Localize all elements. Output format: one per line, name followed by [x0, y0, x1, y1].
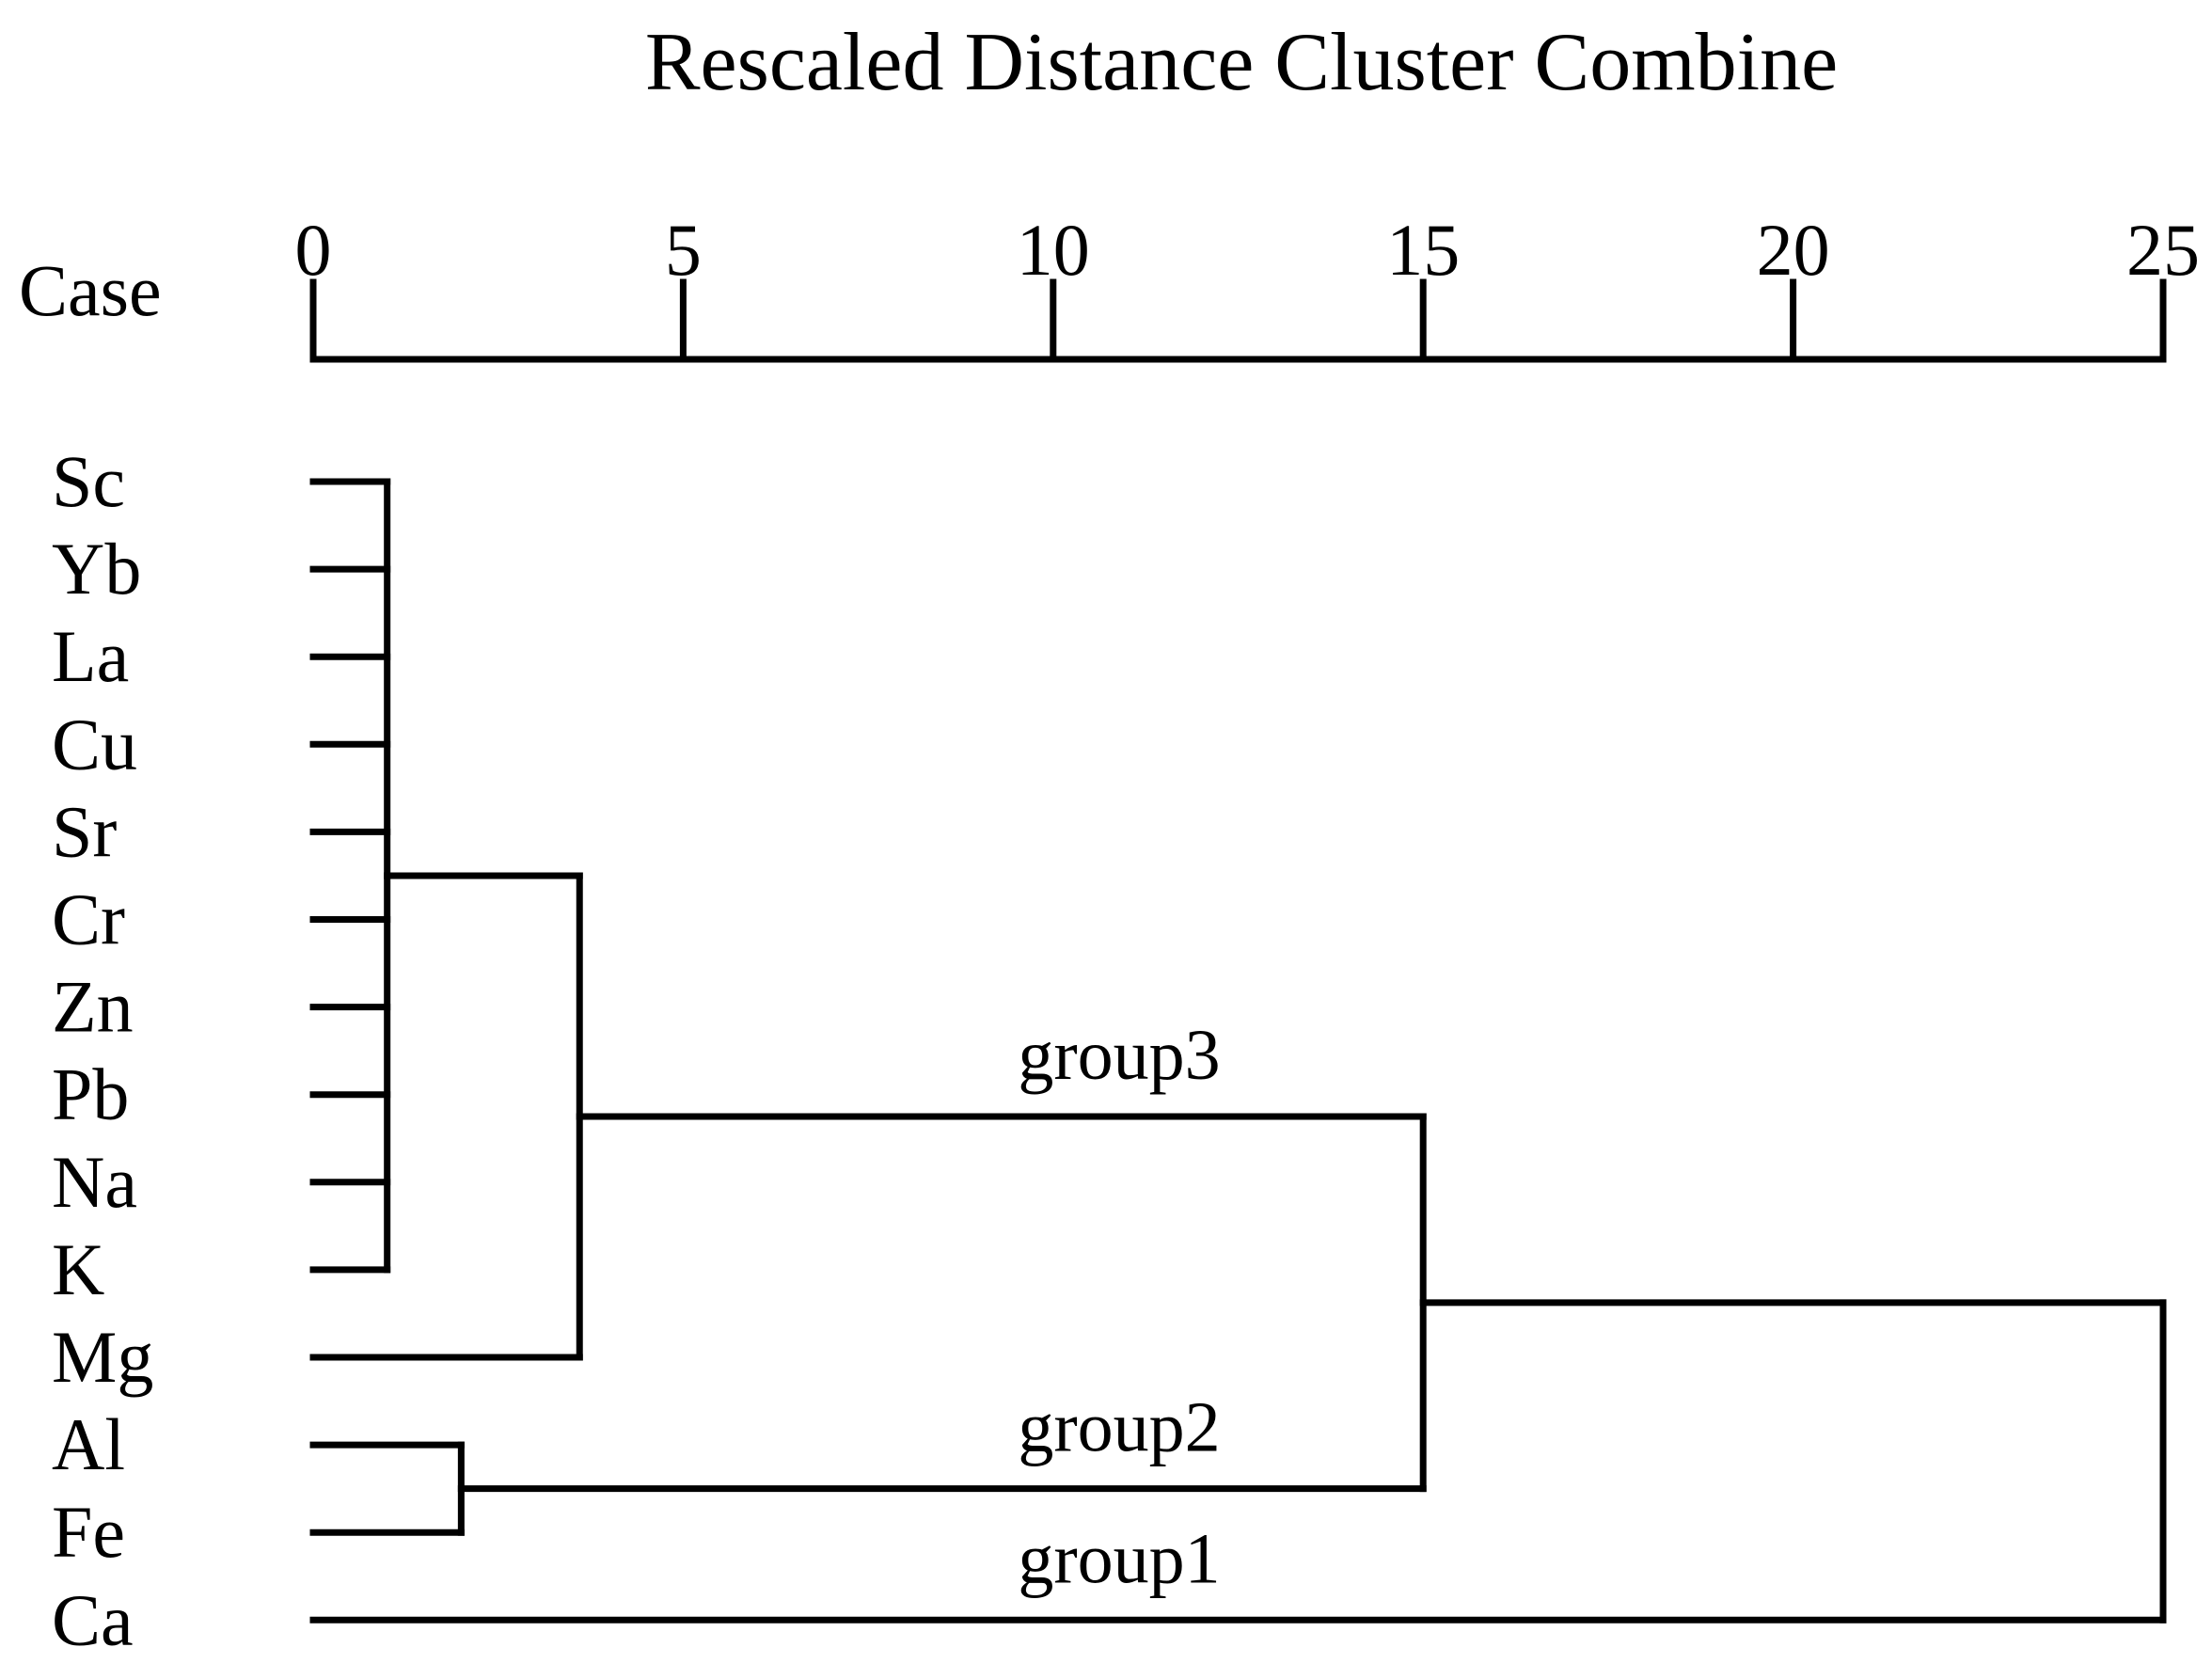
leaf-label-ca: Ca — [52, 1578, 134, 1660]
leaf-label-na: Na — [52, 1141, 137, 1223]
tick-label-25: 25 — [2126, 209, 2200, 291]
tick-label-5: 5 — [665, 209, 702, 291]
annotation-group2: group2 — [1018, 1388, 1220, 1467]
tick-label-20: 20 — [1757, 209, 1830, 291]
leaf-label-yb: Yb — [52, 528, 141, 610]
tick-label-15: 15 — [1386, 209, 1460, 291]
dendrogram-branches — [309, 478, 2167, 1624]
case-axis-label: Case — [19, 249, 162, 331]
chart-title: Rescaled Distance Cluster Combine — [645, 17, 1838, 108]
leaf-label-cu: Cu — [52, 703, 137, 784]
leaf-label-fe: Fe — [52, 1491, 125, 1573]
group-annotations: group3 group2 group1 — [1018, 1016, 1220, 1598]
leaf-label-cr: Cr — [52, 879, 125, 960]
annotation-group3: group3 — [1018, 1016, 1220, 1095]
tick-label-10: 10 — [1017, 209, 1090, 291]
leaf-label-al: Al — [52, 1403, 125, 1485]
leaf-label-zn: Zn — [52, 966, 134, 1048]
leaf-label-la: La — [52, 615, 129, 697]
distance-axis: 0 5 10 15 20 25 — [295, 209, 2200, 363]
annotation-group1: group1 — [1018, 1519, 1220, 1598]
leaf-label-sr: Sr — [52, 790, 117, 872]
tick-label-0: 0 — [295, 209, 332, 291]
leaf-label-pb: Pb — [52, 1053, 129, 1135]
leaf-label-sc: Sc — [52, 440, 125, 522]
leaf-label-k: K — [52, 1228, 104, 1310]
leaf-label-mg: Mg — [52, 1316, 153, 1398]
